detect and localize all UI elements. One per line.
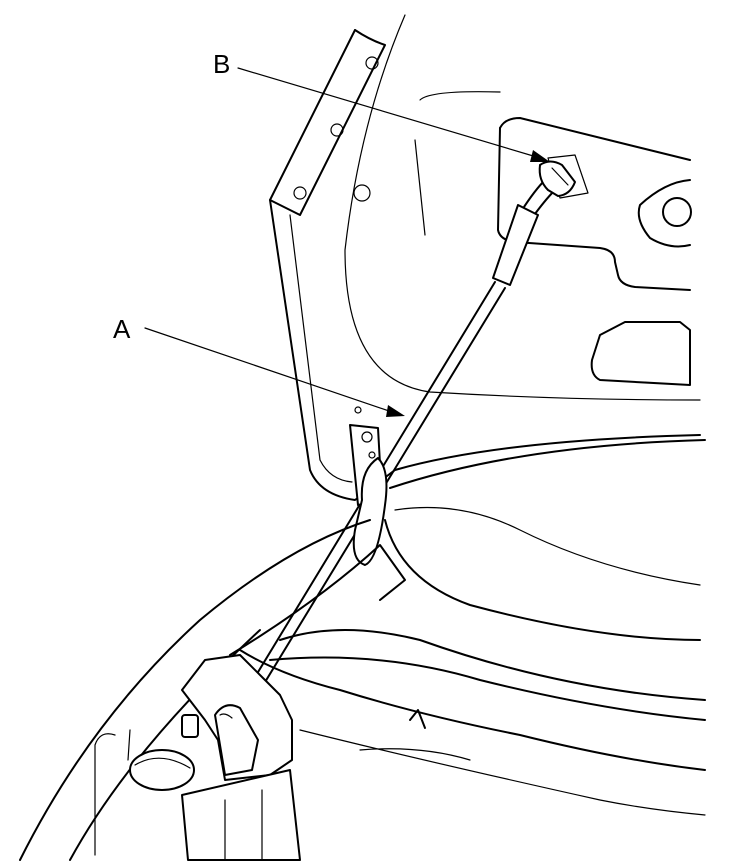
rod-clip (349, 406, 388, 566)
callout-label-b: B (213, 49, 230, 79)
callout-a: A (113, 314, 405, 417)
rod-holder (181, 654, 293, 781)
hood-bracket (497, 117, 692, 386)
reservoir-cap (129, 749, 301, 861)
cowl-seal (384, 439, 706, 641)
callout-label-a: A (113, 314, 131, 344)
hood-panel (269, 14, 701, 501)
engine-bay (19, 519, 706, 861)
support-rod (237, 160, 576, 711)
callout-b: B (213, 49, 550, 162)
